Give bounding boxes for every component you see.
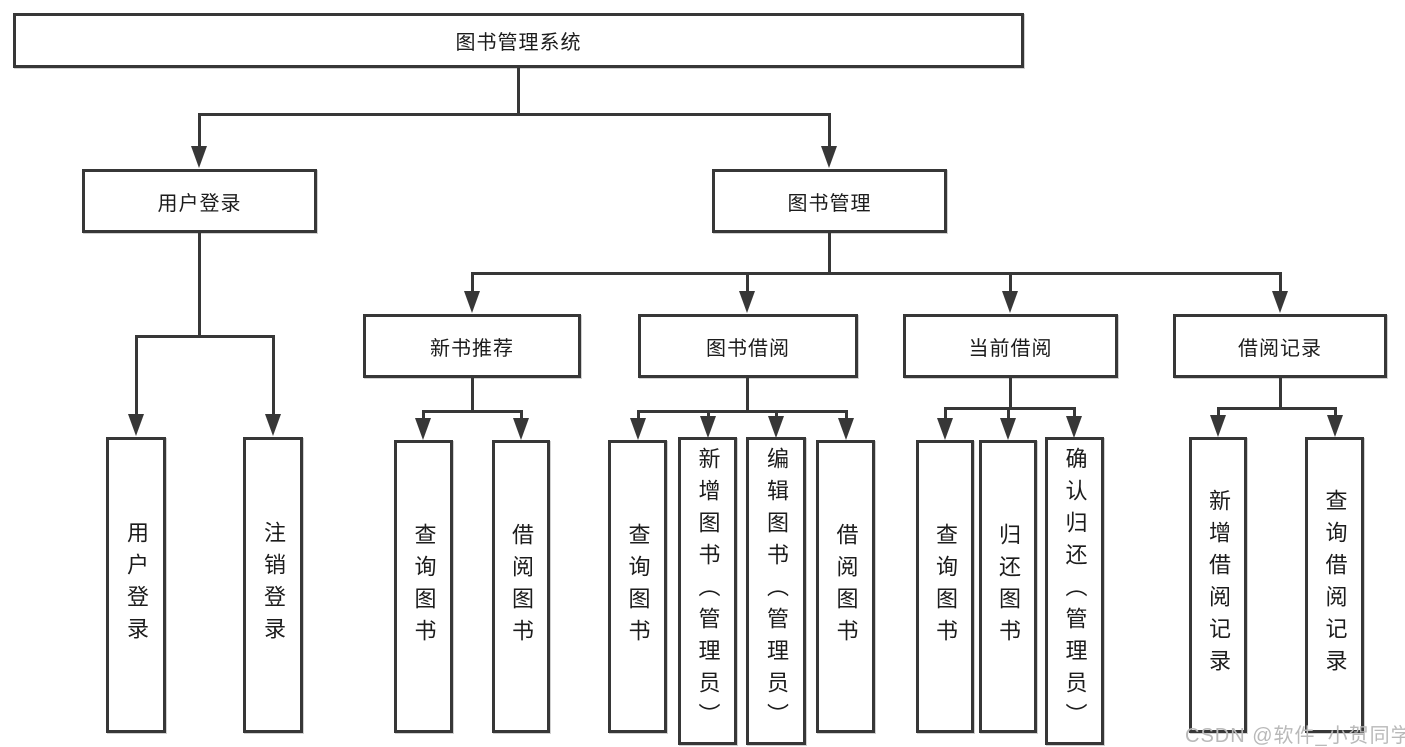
connector-level3-bar: [471, 272, 1281, 275]
connector-line: [422, 410, 522, 413]
connector-line: [1009, 378, 1012, 410]
connector-line: [707, 410, 710, 420]
connector-line: [746, 378, 749, 413]
leaf-query-borrow-record: 查询借阅记录: [1305, 437, 1364, 733]
connector-line: [944, 407, 947, 420]
leaf-add-borrow-record: 新增借阅记录: [1189, 437, 1247, 733]
arrow-down-icon: [1210, 415, 1226, 437]
arrow-down-icon: [464, 291, 480, 313]
leaf-query-books-recommend-label: 查询图书: [411, 522, 437, 651]
arrow-down-icon: [1002, 291, 1018, 313]
connector-line: [1279, 378, 1282, 410]
connector-line: [1334, 407, 1337, 417]
leaf-query-books-current: 查询图书: [916, 440, 974, 733]
node-book-borrow: 图书借阅: [638, 314, 858, 378]
leaf-borrow-books-recommend: 借阅图书: [492, 440, 550, 733]
connector-user-login-trunk: [198, 233, 201, 337]
connector-line: [845, 410, 848, 422]
connector-line: [422, 410, 425, 422]
arrow-down-icon: [415, 418, 431, 440]
leaf-logout: 注销登录: [243, 437, 303, 733]
connector-book-mgmt-trunk: [828, 233, 831, 275]
leaf-edit-book-admin: 编辑图书（管理员）: [746, 437, 806, 745]
leaf-user-login-label: 用户登录: [124, 521, 149, 649]
connector-line: [1007, 407, 1010, 420]
connector-line: [775, 410, 778, 420]
connector-line: [520, 410, 523, 422]
node-root-label: 图书管理系统: [455, 32, 582, 54]
connector-line: [1279, 272, 1282, 297]
node-user-login-label: 用户登录: [157, 192, 242, 215]
arrow-down-icon: [838, 418, 854, 440]
leaf-return-books: 归还图书: [979, 440, 1037, 733]
connector-line: [1073, 407, 1076, 418]
leaf-return-books-label: 归还图书: [996, 522, 1021, 651]
connector-line: [944, 407, 1076, 410]
node-borrow-records-label: 借阅记录: [1238, 337, 1322, 360]
connector-line: [135, 335, 138, 417]
arrow-down-icon: [265, 414, 281, 436]
node-current-borrow: 当前借阅: [903, 314, 1118, 378]
arrow-down-icon: [630, 418, 646, 440]
leaf-query-books-recommend: 查询图书: [394, 440, 453, 733]
arrow-down-icon: [1066, 416, 1082, 438]
connector-line: [471, 272, 474, 297]
arrow-down-icon: [1327, 415, 1343, 437]
leaf-query-borrow-record-label: 查询借阅记录: [1322, 489, 1348, 681]
connector-line: [1217, 407, 1336, 410]
leaf-borrow-books-recommend-label: 借阅图书: [509, 522, 534, 651]
leaf-edit-book-admin-label: 编辑图书（管理员）: [764, 447, 789, 735]
arrow-down-icon: [513, 418, 529, 440]
connector-line: [272, 335, 275, 417]
node-root: 图书管理系统: [13, 13, 1024, 68]
leaf-add-book-admin-label: 新增图书（管理员）: [695, 447, 721, 735]
connector-line: [198, 113, 201, 150]
arrow-down-icon: [739, 291, 755, 313]
connector-line: [1217, 407, 1220, 417]
node-current-borrow-label: 当前借阅: [968, 337, 1053, 360]
watermark: CSDN @软件_小贺同学: [1185, 725, 1405, 747]
connector-line: [637, 410, 847, 413]
leaf-borrow-books: 借阅图书: [816, 440, 875, 733]
leaf-confirm-return-admin-label: 确认归还（管理员）: [1062, 447, 1088, 735]
leaf-query-books-current-label: 查询图书: [933, 522, 958, 651]
node-book-borrow-label: 图书借阅: [706, 337, 790, 360]
arrow-down-icon: [128, 414, 144, 436]
connector-line: [1009, 272, 1012, 297]
connector-line: [828, 113, 831, 150]
node-new-book-recommend-label: 新书推荐: [430, 337, 514, 360]
leaf-query-books-borrow: 查询图书: [608, 440, 667, 733]
arrow-down-icon: [1272, 291, 1288, 313]
connector-root-trunk: [517, 68, 520, 115]
arrow-down-icon: [1000, 418, 1016, 440]
connector-user-login-bar: [135, 335, 274, 338]
connector-line: [746, 272, 749, 297]
leaf-logout-label: 注销登录: [261, 521, 286, 649]
node-book-management: 图书管理: [712, 169, 947, 233]
arrow-down-icon: [191, 146, 207, 168]
arrow-down-icon: [821, 146, 837, 168]
leaf-user-login: 用户登录: [106, 437, 166, 733]
node-borrow-records: 借阅记录: [1173, 314, 1387, 378]
leaf-confirm-return-admin: 确认归还（管理员）: [1045, 437, 1104, 745]
arrow-down-icon: [700, 416, 716, 438]
leaf-query-books-borrow-label: 查询图书: [625, 522, 651, 651]
connector-line: [471, 378, 474, 413]
leaf-add-book-admin: 新增图书（管理员）: [678, 437, 737, 745]
leaf-borrow-books-label: 借阅图书: [833, 522, 859, 651]
arrow-down-icon: [937, 418, 953, 440]
leaf-add-borrow-record-label: 新增借阅记录: [1206, 489, 1231, 681]
arrow-down-icon: [768, 416, 784, 438]
node-new-book-recommend: 新书推荐: [363, 314, 581, 378]
connector-line: [637, 410, 640, 422]
node-book-management-label: 图书管理: [787, 192, 872, 215]
connector-level2-bar: [198, 113, 830, 116]
node-user-login: 用户登录: [82, 169, 317, 233]
